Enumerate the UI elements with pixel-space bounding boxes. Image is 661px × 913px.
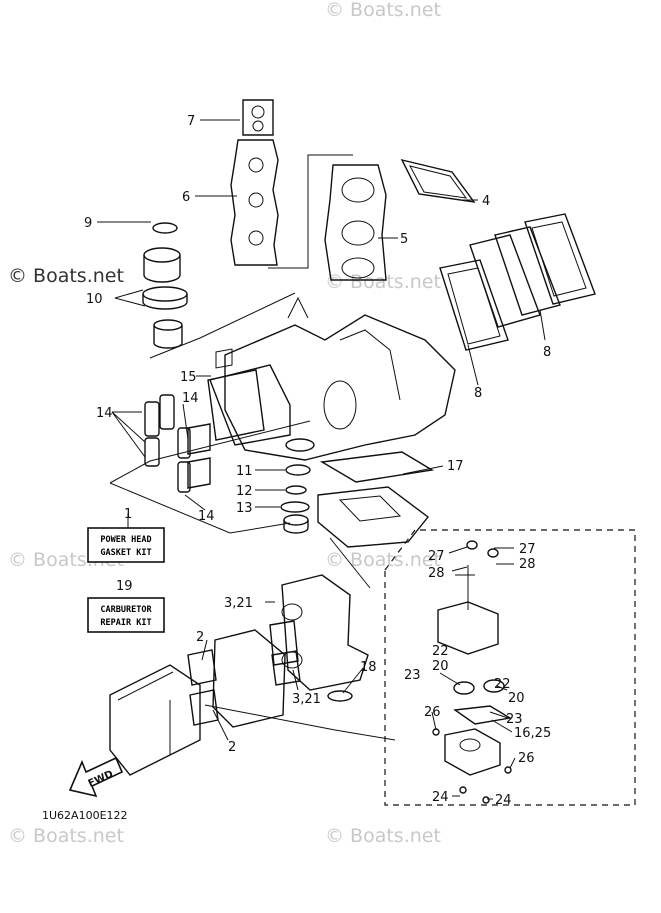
callout-26-left: 26 xyxy=(424,705,441,720)
part-gasket-6 xyxy=(230,139,279,266)
callout-19: 19 xyxy=(116,579,133,594)
callout-14-bottom: 14 xyxy=(198,509,215,524)
callout-24-left: 24 xyxy=(432,790,449,805)
callout-10: 10 xyxy=(86,292,103,307)
callout-11: 11 xyxy=(236,464,253,479)
watermark-mid: © Boats.net xyxy=(325,271,441,293)
callout-1: 1 xyxy=(124,507,132,522)
forward-arrow-icon: FWD xyxy=(68,756,124,798)
callout-3-21-bottom: 3,21 xyxy=(292,692,321,707)
part-gasket-7 xyxy=(242,99,274,136)
callout-14-left: 14 xyxy=(96,406,113,421)
leader-14-block xyxy=(109,420,311,484)
callout-22-right: 22 xyxy=(494,677,511,692)
part-gasket-4 xyxy=(400,158,476,203)
callout-13: 13 xyxy=(236,501,253,516)
part-carb-detail xyxy=(432,540,512,804)
part-gasket-15 xyxy=(207,348,265,441)
leader-carb-detail xyxy=(204,704,396,741)
callout-27-left: 27 xyxy=(428,549,445,564)
callout-6: 6 xyxy=(182,190,190,205)
kit-box-1-line1: POWER HEAD xyxy=(100,535,151,545)
diagram-code: 1U62A100E122 xyxy=(42,809,128,822)
leader-box-carb xyxy=(329,537,371,589)
callout-23-left: 23 xyxy=(404,668,421,683)
callout-4: 4 xyxy=(482,194,490,209)
callout-2-top: 2 xyxy=(196,630,204,645)
callout-15: 15 xyxy=(180,370,197,385)
part-crankcase xyxy=(209,296,456,461)
callout-7: 7 xyxy=(187,114,195,129)
callout-9: 9 xyxy=(84,216,92,231)
watermark-mid-2: © Boats.net xyxy=(325,549,441,571)
kit-box-carburetor: CARBURETOR REPAIR KIT xyxy=(87,597,165,633)
callout-26-right: 26 xyxy=(518,751,535,766)
kit-box-19-line2: REPAIR KIT xyxy=(100,618,151,628)
callout-20-right: 20 xyxy=(508,691,525,706)
leader-1-lower xyxy=(109,482,291,534)
part-gaskets-14 xyxy=(144,394,211,493)
callout-5: 5 xyxy=(400,232,408,247)
callout-20-left: 20 xyxy=(432,659,449,674)
part-seals-11-13 xyxy=(280,464,311,534)
callout-18: 18 xyxy=(360,660,377,675)
leader-bracket-6-5 xyxy=(268,154,353,269)
callout-lines xyxy=(97,119,546,800)
callout-17: 17 xyxy=(447,459,464,474)
callout-16-25: 16,25 xyxy=(514,726,551,741)
carburetor-detail-frame xyxy=(384,529,636,806)
callout-8-right: 8 xyxy=(543,345,551,360)
leader-10-block xyxy=(149,292,296,359)
part-ring-10 xyxy=(142,286,188,349)
part-seal-9 xyxy=(143,222,181,283)
callout-24-right: 24 xyxy=(495,793,512,808)
callout-28-right: 28 xyxy=(519,557,536,572)
watermark-bottom-left: © Boats.net xyxy=(8,825,124,847)
watermarks: © Boats.net © Boats.net © Boats.net © Bo… xyxy=(8,0,441,847)
kit-box-19-line1: CARBURETOR xyxy=(100,605,152,615)
callout-27-right: 27 xyxy=(519,542,536,557)
callout-14-top: 14 xyxy=(182,391,199,406)
callout-8-left: 8 xyxy=(474,386,482,401)
watermark-bottom-right: © Boats.net xyxy=(325,825,441,847)
part-head-gasket-5 xyxy=(324,164,387,281)
callout-28-left: 28 xyxy=(428,566,445,581)
part-gaskets-8 xyxy=(439,213,596,351)
callout-22-left: 22 xyxy=(432,644,449,659)
kit-box-1-line2: GASKET KIT xyxy=(100,548,151,558)
watermark-left: © Boats.net xyxy=(8,265,124,287)
callout-2-bottom: 2 xyxy=(228,740,236,755)
callout-3-21-top: 3,21 xyxy=(224,596,253,611)
callout-23-right: 23 xyxy=(506,712,523,727)
callout-12: 12 xyxy=(236,484,253,499)
part-silencer xyxy=(109,664,201,776)
part-carburetor xyxy=(187,574,369,728)
watermark-top: © Boats.net xyxy=(325,0,441,21)
part-gasket-17 xyxy=(317,451,435,548)
kit-box-power-head: POWER HEAD GASKET KIT xyxy=(87,527,165,563)
